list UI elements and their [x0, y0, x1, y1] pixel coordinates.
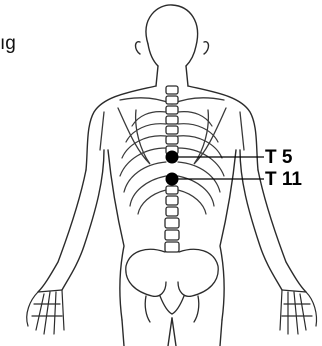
spine: [165, 86, 179, 252]
left-hand-bones: [27, 290, 64, 334]
t5-label: T 5: [265, 147, 293, 168]
t5-marker-dot: [166, 151, 179, 164]
right-hand-bones: [280, 290, 317, 334]
pelvis: [126, 249, 218, 322]
t11-marker-dot: [166, 173, 179, 186]
t11-label: T 11: [265, 169, 302, 190]
